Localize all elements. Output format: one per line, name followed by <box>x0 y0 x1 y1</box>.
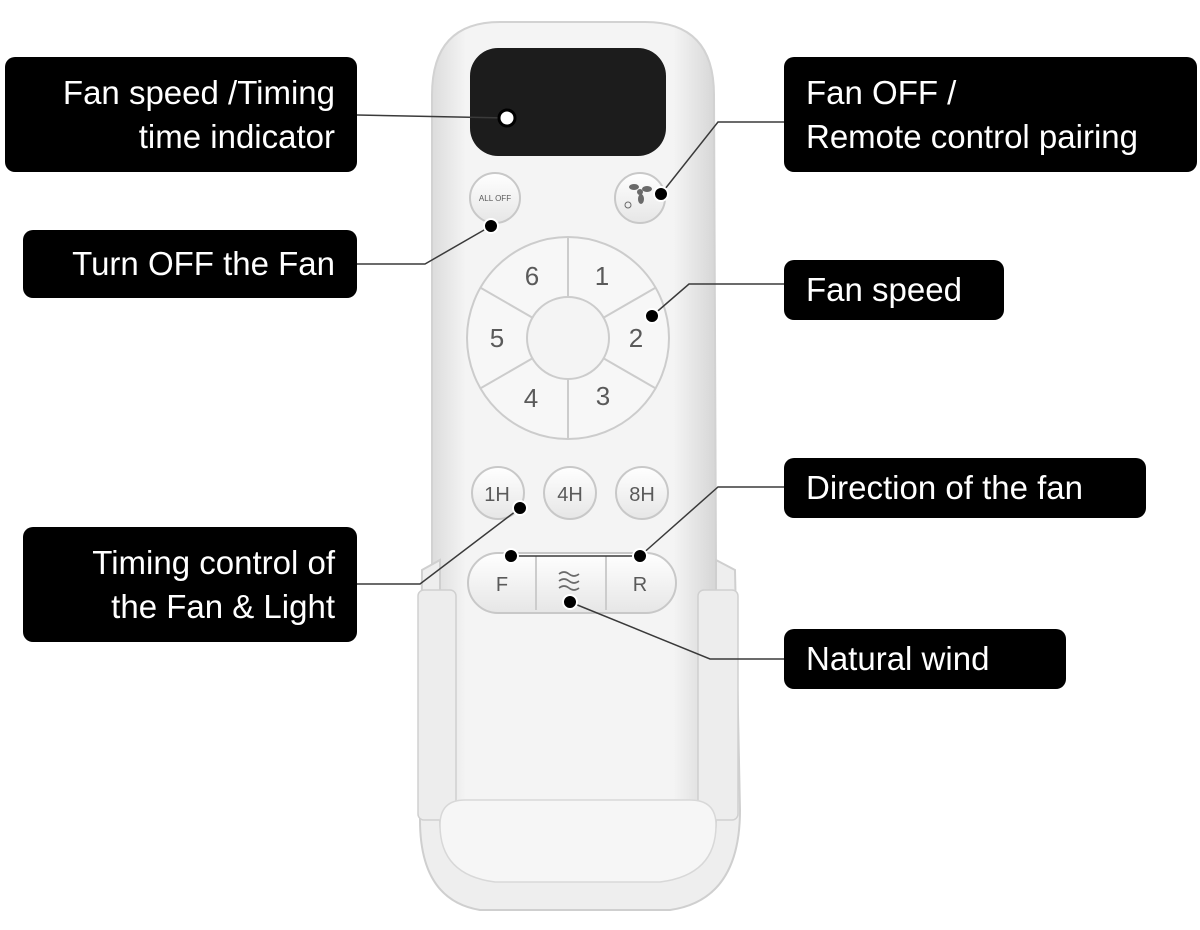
speed-button-5[interactable]: 5 <box>490 323 504 353</box>
speed-button-6[interactable]: 6 <box>525 261 539 291</box>
callout-fan-speed-text: Fan speed <box>806 271 962 308</box>
forward-button[interactable]: F <box>496 574 508 596</box>
reverse-button[interactable]: R <box>633 574 647 596</box>
speed-button-2[interactable]: 2 <box>629 323 643 353</box>
holder-side-right <box>697 589 739 821</box>
marker-dots <box>483 108 669 610</box>
callout-direction: Direction of the fan <box>784 458 1146 518</box>
leader-lines <box>356 114 784 660</box>
timer-1h-label: 1H <box>484 484 510 506</box>
callout-timing-control-line2: the Fan & Light <box>111 587 335 625</box>
fan-power-icon <box>624 184 652 209</box>
all-off-label: ALL OFF <box>479 194 511 203</box>
callout-natural-wind-text: Natural wind <box>806 640 990 677</box>
wave-icon[interactable] <box>558 571 580 591</box>
speed-dial-center <box>526 296 610 380</box>
callout-turn-off-text: Turn OFF the Fan <box>72 245 335 282</box>
all-off-button[interactable]: ALL OFF <box>469 172 521 224</box>
callout-natural-wind: Natural wind <box>784 629 1066 689</box>
speed-button-1[interactable]: 1 <box>595 261 609 291</box>
speed-button-4[interactable]: 4 <box>524 383 538 413</box>
callout-fan-off-line2: Remote control pairing <box>806 117 1138 155</box>
callout-fan-off: Fan OFF / Remote control pairing <box>784 57 1197 172</box>
timer-button-1h[interactable]: 1H <box>471 466 525 520</box>
timer-8h-label: 8H <box>629 484 655 506</box>
callout-fan-speed: Fan speed <box>784 260 1004 320</box>
callout-speed-timing: Fan speed /Timing time indicator <box>5 57 357 172</box>
timer-4h-label: 4H <box>557 484 583 506</box>
holder-bottom <box>439 799 717 883</box>
holder-side-left <box>417 589 457 821</box>
callout-timing-control-line1: Timing control of <box>92 543 335 581</box>
callout-speed-timing-line2: time indicator <box>138 117 335 155</box>
speed-dial <box>466 236 670 440</box>
timer-button-8h[interactable]: 8H <box>615 466 669 520</box>
callout-direction-text: Direction of the fan <box>806 469 1083 506</box>
callout-timing-control: Timing control of the Fan & Light <box>23 527 357 642</box>
speed-button-3[interactable]: 3 <box>596 381 610 411</box>
callout-turn-off: Turn OFF the Fan <box>23 230 357 298</box>
timer-button-4h[interactable]: 4H <box>543 466 597 520</box>
callout-fan-off-line1: Fan OFF / <box>806 73 957 111</box>
callout-speed-timing-line1: Fan speed /Timing <box>62 73 335 111</box>
display-screen <box>470 48 666 156</box>
